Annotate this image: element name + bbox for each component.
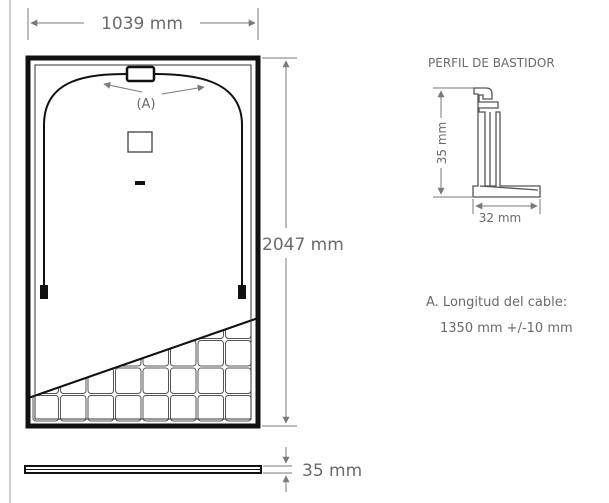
solar-cell xyxy=(197,367,224,394)
connector-right xyxy=(238,285,246,299)
solar-cell xyxy=(142,395,169,422)
solar-cell xyxy=(197,340,224,367)
thickness-label: 35 mm xyxy=(302,461,362,481)
junction-box xyxy=(125,65,156,83)
legend-line-1: A. Longitud del cable: xyxy=(426,295,567,310)
solar-cell xyxy=(225,340,252,367)
solar-cell xyxy=(115,367,142,394)
legend-line-2: 1350 mm +/-10 mm xyxy=(440,321,573,336)
solar-cell xyxy=(225,367,252,394)
height-dimension: 2047 mm xyxy=(262,57,344,427)
cable-legend: A. Longitud del cable: 1350 mm +/-10 mm xyxy=(426,295,573,336)
cable xyxy=(43,73,128,285)
solar-cell xyxy=(170,367,197,394)
panel-side-view: 35 mm xyxy=(24,447,362,492)
frame-profile: PERFIL DE BASTIDOR 35 mm 32 mm xyxy=(428,56,555,225)
solar-cell xyxy=(115,395,142,422)
solar-cell xyxy=(142,367,169,394)
width-label: 1039 mm xyxy=(101,14,183,34)
cable-marker-label: (A) xyxy=(136,97,155,112)
connector-left xyxy=(40,285,48,299)
panel-back-view: (A) xyxy=(25,55,261,429)
height-label: 2047 mm xyxy=(262,235,344,255)
solar-cell xyxy=(87,395,114,422)
frame-profile-title: PERFIL DE BASTIDOR xyxy=(428,56,555,70)
solar-cell xyxy=(170,395,197,422)
label-plate xyxy=(127,131,153,153)
profile-height-label: 35 mm xyxy=(435,122,449,164)
solar-cell xyxy=(60,395,87,422)
width-dimension: 1039 mm xyxy=(27,8,259,40)
frame-profile-shape xyxy=(472,87,541,198)
solar-cells xyxy=(28,58,258,422)
profile-width-label: 32 mm xyxy=(479,211,521,225)
solar-cell xyxy=(32,395,59,422)
solar-cell xyxy=(197,395,224,422)
barcode-label xyxy=(135,181,145,185)
solar-cell xyxy=(225,395,252,422)
